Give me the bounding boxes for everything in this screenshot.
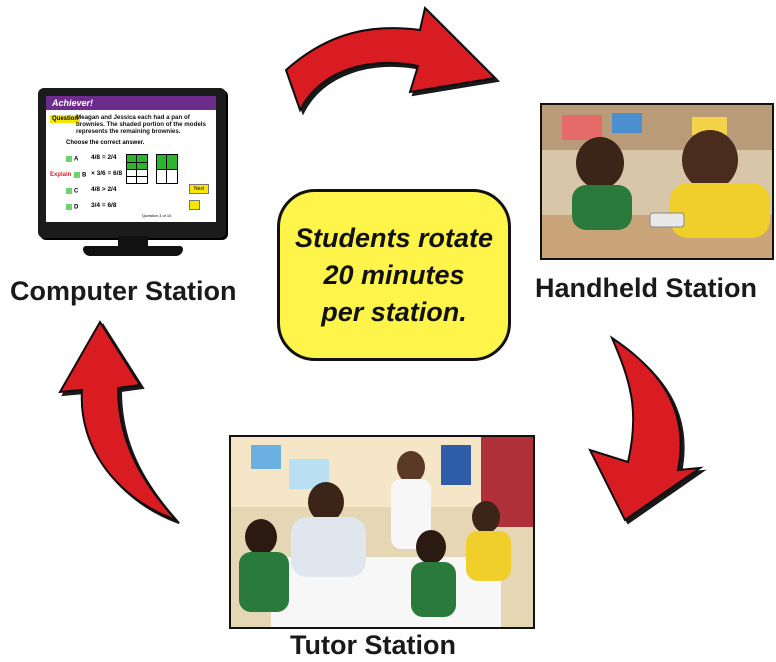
arrow-right xyxy=(588,335,704,522)
screen-header: Achiever! xyxy=(46,96,216,110)
option-c[interactable]: C xyxy=(66,188,78,195)
option-a[interactable]: A xyxy=(66,156,78,163)
question-tag: Question xyxy=(50,115,81,123)
tutor-photo-illustration xyxy=(231,437,533,627)
option-d[interactable]: D xyxy=(66,204,78,211)
fraction-model-left xyxy=(126,154,148,184)
explain-tag: Explain xyxy=(50,172,72,178)
rotation-note-line-3: per station. xyxy=(321,296,467,327)
question-footer: Question 3 of 10 xyxy=(142,213,172,218)
handheld-station-label: Handheld Station xyxy=(535,273,757,303)
fraction-c: 4/8 > 2/4 xyxy=(91,186,117,193)
monitor-bezel: Achiever! Question Meagan and Jessica ea… xyxy=(38,88,226,238)
tutor-station-photo xyxy=(229,435,535,629)
questions-button[interactable] xyxy=(189,200,201,210)
computer-station-label: Computer Station xyxy=(10,276,237,306)
monitor-screen: Achiever! Question Meagan and Jessica ea… xyxy=(46,96,216,222)
computer-monitor: Achiever! Question Meagan and Jessica ea… xyxy=(38,88,228,258)
fraction-a: 4/8 = 2/4 xyxy=(91,154,117,161)
arrow-left xyxy=(58,320,177,521)
rotation-note-box: Students rotate 20 minutes per station. xyxy=(277,189,511,361)
handheld-photo-illustration xyxy=(542,105,772,258)
rotation-note-line-1: Students rotate xyxy=(294,222,494,253)
monitor-stand-neck xyxy=(118,236,148,248)
fraction-model-right xyxy=(156,154,178,184)
tutor-station-label: Tutor Station xyxy=(290,630,456,660)
fraction-d: 3/4 = 6/8 xyxy=(91,202,117,209)
arrow-top xyxy=(284,6,498,113)
rotation-note-line-2: 20 minutes xyxy=(323,259,465,290)
question-text: Meagan and Jessica each had a pan of bro… xyxy=(76,114,206,135)
fraction-b: × 3/6 = 6/8 xyxy=(91,170,123,177)
choose-prompt: Choose the correct answer. xyxy=(66,140,145,146)
monitor-stand-base xyxy=(83,246,183,256)
handheld-station-photo xyxy=(540,103,774,260)
next-button[interactable]: Next xyxy=(189,184,210,194)
option-b[interactable]: B xyxy=(74,172,86,179)
